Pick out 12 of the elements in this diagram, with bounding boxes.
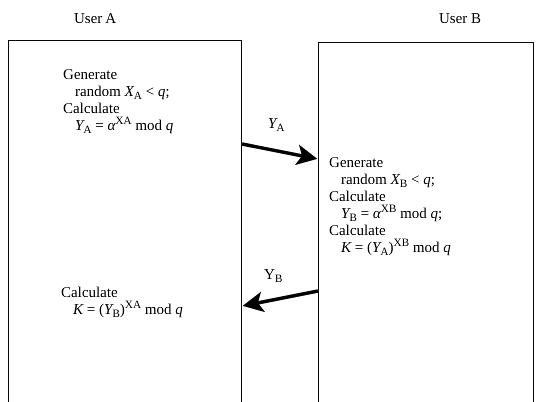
column-title: User A: [74, 10, 116, 29]
arrow: [242, 289, 318, 312]
step-text: Calculate K = (Y$_{A}$)$^{XB}$ mod q: [329, 223, 452, 257]
column-title: User B: [438, 10, 482, 29]
step-text: Calculate Y$_{B}$ = α$^{XB}$ mod q;: [329, 189, 444, 223]
user-column: [318, 42, 534, 402]
step-text: Generate random X$_{B}$ < q;: [329, 155, 436, 189]
arrow: [242, 142, 318, 166]
step-text: Generate random X$_{A}$ < q;: [63, 67, 171, 101]
step-text: Calculate Y$_{A}$ = α$^{XA}$ mod q: [63, 101, 174, 135]
user-column: [8, 40, 242, 402]
step-text: Calculate K = (Y$_{B}$)$^{XA}$ mod q: [61, 285, 184, 319]
